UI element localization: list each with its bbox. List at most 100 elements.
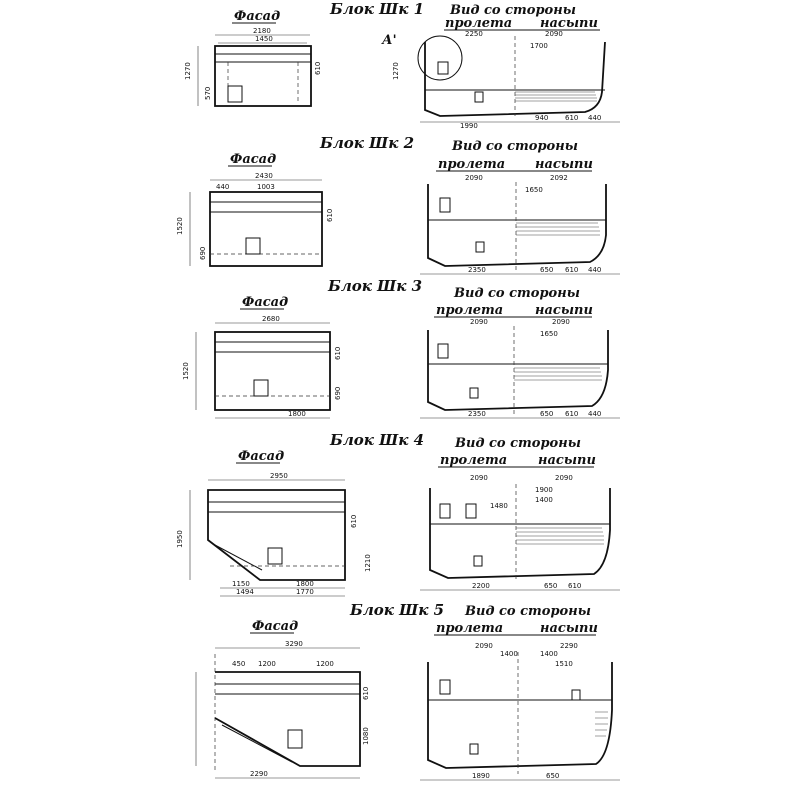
block-1-side-dim-base: 1990 [460, 122, 478, 130]
block-4-side-dim-610: 610 [568, 582, 581, 590]
block-4-title: Блок Шк 4 [329, 431, 424, 449]
block-1-embankment-label: насыпи [540, 16, 598, 31]
block-4-facade-dim-1150: 1150 [232, 580, 250, 588]
block-2-side-dim-650: 650 [540, 266, 553, 274]
block-3-side-view: Вид со стороны пролета насыпи 2090 2090 … [420, 286, 620, 419]
block-5-side-dim-1400-b: 1400 [540, 650, 558, 658]
block-4-facade-dim-lower: 1210 [364, 554, 372, 572]
block-5-side-dim-base: 1890 [472, 772, 490, 780]
block-3-side-dim-inner: 1650 [540, 330, 558, 338]
block-3-facade-label: Фасад [242, 295, 288, 310]
block-4-facade-dim-upper: 610 [350, 515, 358, 528]
block-5-facade-dim-lower: 1080 [362, 727, 370, 745]
block-1-side-dim-height: 1270 [392, 62, 400, 80]
block-3-facade: Фасад 2680 1520 690 610 1800 [182, 295, 342, 419]
block-4-side-dim-1480: 1480 [490, 502, 508, 510]
block-4-side-dim-1400: 1400 [535, 496, 553, 504]
block-2-side-view: Вид со стороны пролета насыпи 2090 2092 … [420, 139, 620, 275]
block-4-side-dim-embank: 2090 [555, 474, 573, 482]
block-4-facade-dim-width: 2950 [270, 472, 288, 480]
block-5-facade-dim-1200-b: 1200 [316, 660, 334, 668]
block-3-side-dim-650: 650 [540, 410, 553, 418]
block-5-facade-dim-base: 2290 [250, 770, 268, 778]
block-3-facade-dim-lower: 690 [334, 387, 342, 400]
block-4-facade-dim-1494: 1494 [236, 588, 254, 596]
block-1-callout: А' [381, 33, 397, 48]
block-1-facade-dim-lower: 570 [204, 87, 212, 100]
block-1-facade-dim-inner: 1450 [255, 35, 273, 43]
block-4-side-dim-650: 650 [544, 582, 557, 590]
block-5-side-dim-span: 2090 [475, 642, 493, 650]
block-4-facade-dim-1770: 1770 [296, 588, 314, 596]
block-5-facade: Фасад 3290 450 1200 1200 610 1080 2290 [195, 619, 370, 779]
block-2-facade-dim-inner: 1003 [257, 183, 275, 191]
block-4-facade-dim-height: 1950 [176, 530, 184, 548]
block-2-side-dim-base: 2350 [468, 266, 486, 274]
block-4-facade-label: Фасад [238, 449, 284, 464]
block-3-side-dim-base: 2350 [468, 410, 486, 418]
block-1-facade-dim-upper: 610 [314, 62, 322, 75]
block-5-side-dim-1400-a: 1400 [500, 650, 518, 658]
block-4-side-dim-inner: 1900 [535, 486, 553, 494]
block-5-facade-dim-1200-a: 1200 [258, 660, 276, 668]
block-4-side-label: Вид со стороны [454, 436, 581, 451]
block-2-facade-dim-width: 2430 [255, 172, 273, 180]
block-1-facade: Фасад 2180 1450 1270 610 570 [184, 9, 322, 107]
block-1-side-dim-embank: 2090 [545, 30, 563, 38]
block-2-facade-dim-upper: 610 [326, 209, 334, 222]
block-2-facade-dim-lower: 690 [199, 247, 207, 260]
block-5-facade-dim-upper: 610 [362, 687, 370, 700]
block-5-side-dim-embank: 2290 [560, 642, 578, 650]
block-5-title: Блок Шк 5 [349, 601, 444, 619]
block-1-side-dim-940: 940 [535, 114, 548, 122]
block-3-side-label: Вид со стороны [453, 286, 580, 301]
block-4-facade-dim-1800: 1800 [296, 580, 314, 588]
block-1-span-label: пролета [445, 16, 512, 31]
block-5-facade-label: Фасад [252, 619, 298, 634]
block-1-facade-dim-width: 2180 [253, 27, 271, 35]
block-5-embankment-label: насыпи [540, 621, 598, 636]
block-1-side-dim-inner: 1700 [530, 42, 548, 50]
block-1-side-view: Вид со стороны пролета насыпи 2250 2090 … [381, 3, 620, 130]
block-2-side-label: Вид со стороны [451, 139, 578, 154]
block-4-side-dim-span: 2090 [470, 474, 488, 482]
block-2-side-dim-440: 440 [588, 266, 601, 274]
block-2-facade-label: Фасад [230, 152, 276, 167]
block-4-side-view: Вид со стороны пролета насыпи 2090 2090 … [420, 436, 620, 591]
block-3-title: Блок Шк 3 [327, 277, 422, 295]
block-2-side-dim-610: 610 [565, 266, 578, 274]
block-4-side-dim-base: 2200 [472, 582, 490, 590]
block-5-side-label: Вид со стороны [464, 604, 591, 619]
block-2-facade: Фасад 2430 1003 440 1520 610 690 [176, 152, 334, 267]
block-4: Блок Шк 4 Фасад 2950 1950 610 1210 1150 … [176, 431, 620, 597]
block-3-facade-dim-width: 2680 [262, 315, 280, 323]
block-3-span-label: пролета [436, 303, 503, 318]
block-2-facade-dim-height: 1520 [176, 217, 184, 235]
block-4-span-label: пролета [440, 453, 507, 468]
block-5-side-dim-1510: 1510 [555, 660, 573, 668]
block-3-side-dim-span: 2090 [470, 318, 488, 326]
block-2-span-label: пролета [438, 157, 505, 172]
block-1-facade-label: Фасад [234, 9, 280, 24]
block-3-side-dim-610: 610 [565, 410, 578, 418]
block-3-facade-dim-upper: 610 [334, 347, 342, 360]
block-5-facade-dim-450: 450 [232, 660, 245, 668]
block-1-title: Блок Шк 1 [329, 0, 424, 18]
block-3-facade-dim-height: 1520 [182, 362, 190, 380]
block-3-side-dim-embank: 2090 [552, 318, 570, 326]
block-4-facade: Фасад 2950 1950 610 1210 1150 1800 1494 … [176, 449, 372, 597]
block-5-side-view: Вид со стороны пролета насыпи 2090 2290 … [420, 604, 620, 781]
block-5-side-dim-650: 650 [546, 772, 559, 780]
block-1-side-label: Вид со стороны [449, 3, 576, 18]
block-1-side-dim-440: 440 [588, 114, 601, 122]
block-3-facade-dim-base: 1800 [288, 410, 306, 418]
block-4-embankment-label: насыпи [538, 453, 596, 468]
block-5-span-label: пролета [436, 621, 503, 636]
block-5-facade-dim-width: 3290 [285, 640, 303, 648]
block-1: Блок Шк 1 Фасад 2180 1450 1270 610 570 В… [184, 0, 620, 130]
block-2-title: Блок Шк 2 [319, 134, 414, 152]
block-2: Блок Шк 2 Фасад 2430 1003 440 1520 610 6… [176, 134, 620, 275]
block-3-side-dim-440: 440 [588, 410, 601, 418]
block-1-side-dim-span: 2250 [465, 30, 483, 38]
